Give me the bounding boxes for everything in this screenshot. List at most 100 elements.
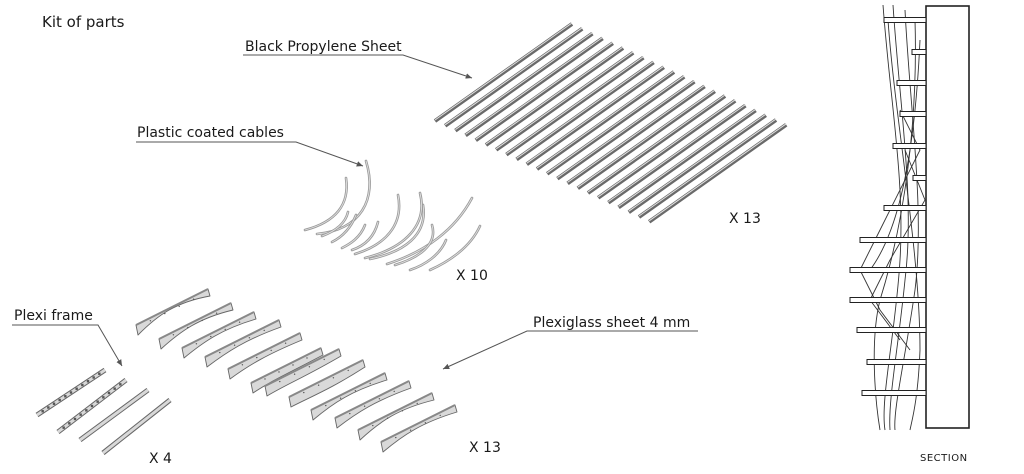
plexiglass-edge — [357, 392, 433, 431]
propylene-strip-edge — [526, 65, 665, 164]
frame-hole — [85, 409, 88, 412]
plexiglass-piece — [264, 348, 342, 397]
frame-hole — [58, 398, 61, 402]
propylene-strip — [566, 84, 706, 186]
plexiglass-hole — [264, 378, 266, 380]
section-sheet — [883, 205, 927, 211]
plexiglass-edge — [135, 288, 209, 326]
cable-highlight — [386, 197, 473, 265]
propylene-strip — [556, 79, 696, 181]
plexiglass-hole — [256, 356, 258, 359]
plexiglass-hole — [195, 343, 198, 345]
propylene-strip-edge — [557, 80, 695, 179]
plexiglass-hole — [215, 312, 218, 314]
propylene-strip-edge — [628, 113, 767, 212]
propylene-strip-edge — [485, 46, 624, 145]
cable-highlight — [364, 192, 422, 259]
plexiglass-hole — [424, 422, 427, 424]
frame-hole — [90, 404, 94, 408]
count-frame: X 4 — [149, 451, 172, 467]
plexiglass-piece — [227, 332, 303, 380]
plexiglass-piece — [135, 288, 211, 336]
plexiglass-hole — [393, 390, 395, 393]
propylene-strip — [637, 118, 778, 219]
cable-highlight — [341, 224, 366, 249]
count-plexiglass: X 13 — [469, 440, 501, 456]
section-sheet — [861, 390, 927, 396]
frame-hole — [41, 410, 44, 413]
propylene-strip — [576, 89, 716, 190]
section-sheet — [859, 237, 927, 243]
plexiglass-hole — [308, 366, 311, 368]
plexiglass-hole — [332, 377, 335, 379]
frame-hole — [79, 413, 82, 416]
cable-highlight — [429, 225, 481, 271]
leader-black-propylene — [243, 54, 473, 79]
plexiglass-hole — [201, 319, 203, 322]
propylene-strip — [515, 60, 655, 162]
plexiglass-edge — [380, 404, 456, 443]
plexiglass-piece — [288, 359, 366, 408]
propylene-strip-edge — [648, 123, 787, 222]
propylene-strip — [597, 99, 737, 200]
label-plexiglass-sheet: Plexiglass sheet 4 mm — [533, 315, 691, 331]
propylene-strip-edge — [597, 99, 736, 198]
propylene-strip-edge — [506, 56, 644, 155]
plexiglass-hole — [192, 298, 195, 300]
plexiglass-hole — [270, 349, 272, 352]
plexiglass-hole — [347, 369, 349, 372]
frame-hole — [86, 380, 90, 383]
plexiglass-hole — [439, 414, 441, 417]
propylene-strip-edge — [587, 94, 726, 193]
plexiglass-hole — [306, 357, 308, 359]
propylene-strip-edge — [444, 27, 583, 126]
propylene-strip — [505, 55, 645, 157]
section-cable — [869, 149, 926, 341]
plexiglass-edge — [288, 359, 364, 398]
plexiglass-hole — [372, 424, 374, 427]
cable-highlight — [354, 194, 400, 255]
plexiglass-hole — [233, 344, 236, 346]
frame-bar-face — [79, 388, 149, 442]
plastic-cables — [303, 159, 482, 272]
propylene-strip — [454, 31, 594, 133]
frame-hole — [81, 383, 84, 387]
frame-hole — [102, 396, 105, 399]
label-black-propylene: Black Propylene Sheet — [245, 39, 402, 55]
propylene-strip — [648, 123, 788, 224]
plexiglass-piece — [250, 347, 324, 394]
propylene-strip — [627, 113, 767, 214]
plexiglass-piece — [357, 392, 435, 441]
plexiglass-hole — [263, 329, 265, 332]
plexiglass-hole — [416, 402, 418, 405]
section-sheet — [849, 267, 927, 273]
section-cable — [889, 4, 909, 431]
propylene-strip — [444, 27, 584, 128]
count-cables: X 10 — [456, 268, 488, 284]
frame-hole — [75, 387, 78, 390]
propylene-strip — [525, 65, 665, 166]
cable-highlight — [351, 221, 379, 251]
frame-hole — [73, 417, 77, 421]
plexiglass-piece — [181, 311, 257, 359]
cable-highlight — [394, 224, 434, 266]
plexiglass-hole — [386, 417, 389, 419]
leader-plexiglass-sheet — [442, 330, 698, 370]
cable — [303, 176, 348, 232]
frame-hole — [68, 422, 71, 425]
section-sheet — [899, 111, 927, 117]
section-sheet — [912, 175, 927, 181]
plexiglass-sheets — [135, 288, 458, 453]
propylene-strip-edge — [577, 89, 716, 188]
frame-hole — [98, 372, 101, 375]
plexiglass-hole — [378, 398, 381, 400]
propylene-strip-edge — [618, 108, 756, 207]
section-cable — [882, 4, 902, 431]
section-sheet — [866, 359, 927, 365]
plexiglass-hole — [238, 321, 241, 323]
section-cable — [873, 19, 916, 431]
plexiglass-hole — [325, 404, 327, 407]
frame-hole — [96, 400, 99, 403]
plexiglass-hole — [292, 364, 294, 366]
